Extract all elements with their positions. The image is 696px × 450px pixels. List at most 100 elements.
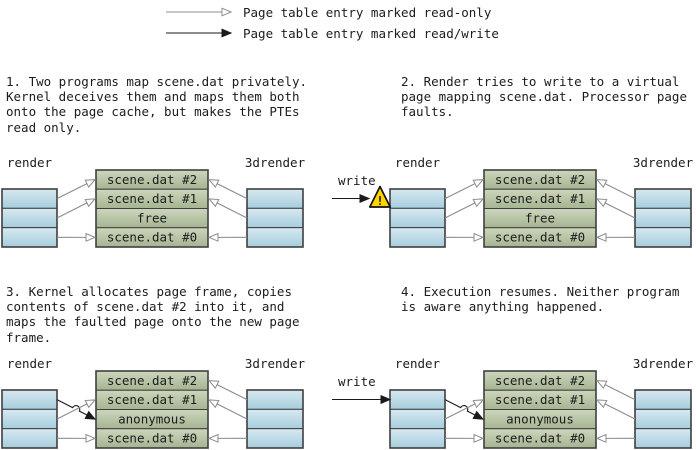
page-table-row — [389, 188, 446, 209]
caption-line: contents of scene.dat #2 into it, and — [6, 299, 285, 315]
open-arrowhead-icon — [221, 7, 233, 17]
page-frame-label: scene.dat #2 — [495, 172, 585, 187]
open-arrowhead-icon — [85, 433, 97, 443]
caption-line: page mapping scene.dat. Processor page — [401, 89, 687, 105]
table-border — [483, 169, 597, 248]
page-frame-label: scene.dat #0 — [495, 431, 585, 446]
page-frame-label: anonymous — [506, 411, 574, 426]
page-frame-label: scene.dat #2 — [495, 373, 585, 388]
page-table-row — [634, 408, 692, 430]
table-border — [95, 370, 209, 449]
pte-arrow-readonly — [56, 403, 88, 420]
write-label: write — [338, 374, 376, 389]
filled-arrowhead-icon — [472, 410, 485, 420]
legend-readonly-label: Page table entry marked read-only — [243, 4, 492, 20]
page-frame-label: scene.dat #1 — [495, 392, 585, 407]
open-arrowhead-icon — [84, 179, 97, 188]
caption-line: 3. Kernel allocates page frame, copies — [6, 284, 292, 299]
page-fault-warning-icon — [368, 185, 392, 208]
pte-arrow-readonly — [56, 183, 88, 200]
page-table-row — [634, 227, 692, 248]
table-border — [483, 370, 597, 449]
caption-line: 1. Two programs map scene.dat privately. — [6, 74, 308, 89]
legend-readonly-row: Page table entry marked read-only — [164, 4, 499, 20]
filled-arrowhead-icon — [84, 410, 97, 420]
caption-line: is aware anything happened. — [401, 299, 605, 315]
filled-arrowhead-icon — [359, 193, 371, 204]
caption-line: read only. — [6, 119, 82, 135]
page-frame-label: scene.dat #0 — [107, 431, 197, 446]
open-arrowhead-icon — [207, 198, 220, 208]
page-table-row — [246, 408, 304, 430]
page-table-row — [246, 188, 304, 209]
page-frame-label: free — [525, 210, 555, 225]
open-arrowhead-icon — [595, 380, 608, 389]
open-arrowhead-icon — [595, 232, 607, 242]
filled-arrowhead-icon — [221, 28, 233, 38]
caption-line: 2. Render tries to write to a virtual — [401, 74, 680, 89]
pte-arrow-readonly — [56, 202, 88, 219]
pte-arrow-readonly — [604, 403, 636, 420]
process-label-3drender: 3drender — [633, 356, 694, 371]
pte-arrow-readonly — [604, 384, 636, 401]
open-arrowhead-icon — [85, 232, 97, 242]
pte-arrow-readwrite — [444, 399, 476, 416]
table-border — [95, 169, 209, 248]
page-table-row — [1, 389, 58, 410]
page-table-row — [634, 428, 692, 449]
page-frame-label: free — [137, 210, 167, 225]
pte-arrow-readonly — [216, 403, 248, 420]
caption-line: frame. — [6, 329, 52, 345]
filled-arrowhead-icon — [380, 394, 392, 405]
process-label-render: render — [7, 155, 53, 170]
open-arrowhead-icon — [595, 198, 608, 208]
page-table-row — [389, 408, 446, 430]
page-table-row — [634, 207, 692, 229]
pte-arrow-readonly — [444, 183, 476, 200]
process-label-render: render — [395, 356, 441, 371]
panel1-diagram: render 3drender scene.dat #2 scene.dat #1 fr… — [1, 155, 306, 248]
process-label-3drender: 3drender — [245, 155, 306, 170]
open-arrowhead-icon — [207, 232, 219, 242]
open-arrowhead-icon — [207, 399, 220, 409]
page-frame-label: scene.dat #0 — [495, 230, 585, 245]
legend: Page table entry marked read-only Page t… — [164, 4, 499, 46]
read-write-arrow-icon — [166, 28, 233, 38]
open-arrowhead-icon — [595, 399, 608, 409]
page-frame-label: scene.dat #0 — [107, 230, 197, 245]
process-label-render: render — [395, 155, 441, 170]
legend-readwrite-label: Page table entry marked read/write — [243, 25, 499, 41]
pte-arrow-readonly — [444, 403, 476, 420]
page-table-row — [1, 408, 58, 430]
pte-arrow-readwrite — [56, 399, 88, 416]
open-arrowhead-icon — [84, 399, 97, 409]
warning-exclamation: ! — [376, 194, 383, 208]
caption-line: maps the faulted page onto the new page — [6, 314, 300, 330]
page-table-row — [1, 227, 58, 248]
pte-arrow-readonly — [444, 202, 476, 219]
page-table-row — [246, 227, 304, 248]
open-arrowhead-icon — [472, 399, 485, 409]
process-label-3drender: 3drender — [245, 356, 306, 371]
open-arrowhead-icon — [207, 380, 220, 389]
panel4-diagram: render 3drender scene.dat #2 scene.dat #1 an… — [332, 356, 694, 449]
open-arrowhead-icon — [207, 179, 220, 188]
page-frame-label: scene.dat #2 — [107, 172, 197, 187]
open-arrowhead-icon — [472, 179, 485, 188]
read-only-arrow-icon — [166, 7, 233, 17]
page-table-row — [246, 389, 304, 410]
caption-line: 4. Execution resumes. Neither program — [401, 284, 680, 299]
page-table-row — [389, 227, 446, 248]
open-arrowhead-icon — [472, 198, 485, 208]
pte-arrow-readonly — [216, 384, 248, 401]
page-frame-label: scene.dat #1 — [107, 191, 197, 206]
page-table-row — [1, 428, 58, 449]
open-arrowhead-icon — [84, 198, 97, 208]
page-table-row — [1, 207, 58, 229]
page-table-row — [389, 207, 446, 229]
open-arrowhead-icon — [473, 232, 485, 242]
